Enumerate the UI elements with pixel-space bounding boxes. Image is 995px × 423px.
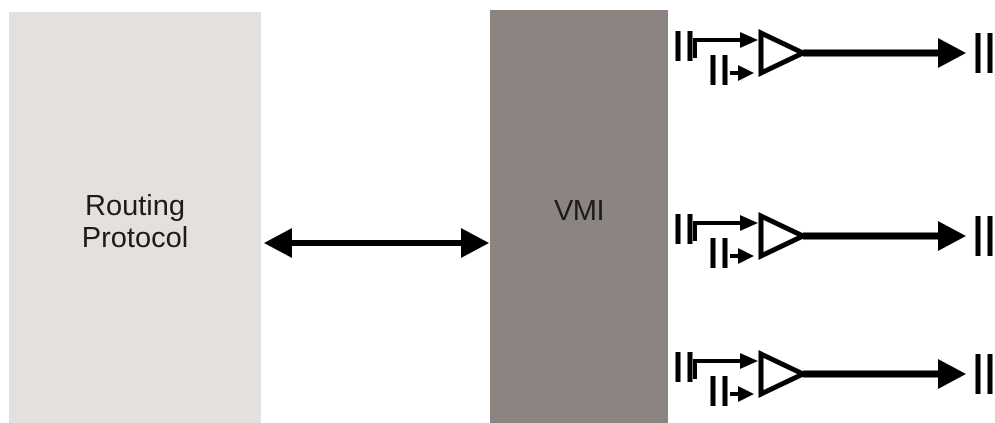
routing-protocol-label: Routing Protocol: [81, 189, 189, 254]
buffer-icon: [710, 238, 754, 268]
buffer-icon: [710, 376, 754, 406]
feed-arrow-icon: [693, 215, 758, 241]
queue-icon: [675, 352, 693, 382]
feed-arrow-icon: [693, 32, 758, 58]
queue-icon: [675, 214, 693, 244]
output-arrow-icon: [803, 38, 966, 68]
output-queue-icon: [975, 216, 993, 256]
feed-arrow-icon: [693, 353, 758, 379]
vmi-label: VMI: [553, 195, 605, 227]
bidirectional-arrow: [264, 228, 489, 258]
queue-icon: [675, 31, 693, 61]
amplifier-icon: [758, 29, 809, 77]
vmi-block: VMI: [490, 10, 668, 423]
output-channel-3: [675, 350, 993, 406]
output-queue-icon: [975, 33, 993, 73]
output-arrow-icon: [803, 221, 966, 251]
amplifier-icon: [758, 350, 809, 398]
routing-protocol-block: Routing Protocol: [9, 12, 261, 423]
output-arrow-icon: [803, 359, 966, 389]
amplifier-icon: [758, 212, 809, 260]
output-channel-2: [675, 212, 993, 268]
output-queue-icon: [975, 354, 993, 394]
buffer-icon: [710, 55, 754, 85]
output-channel-1: [675, 29, 993, 85]
